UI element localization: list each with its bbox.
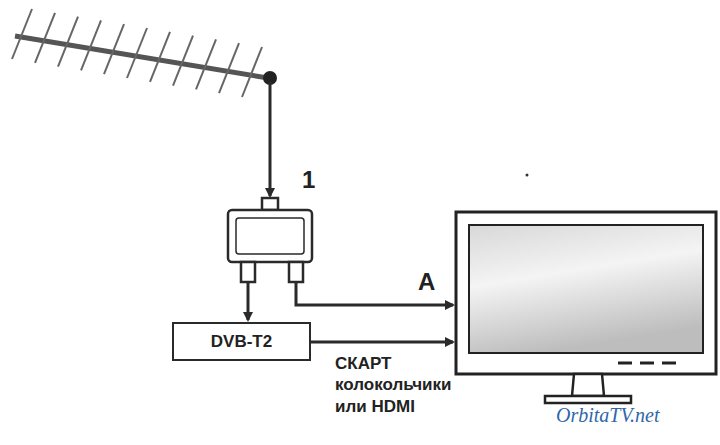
splitter	[228, 198, 312, 282]
antenna	[12, 9, 268, 97]
watermark: OrbitaTV.net	[556, 404, 660, 427]
tv-set	[456, 212, 716, 403]
av-cable	[311, 341, 453, 344]
cable	[247, 282, 250, 320]
receiver-box: DVB-T2	[172, 322, 311, 361]
connection-note: СКАРТ колокольчики или HDMI	[335, 353, 475, 417]
feed-cable	[269, 82, 272, 196]
box-label: DVB-T2	[211, 332, 272, 352]
callout-letter: A	[418, 268, 435, 296]
callout-number: 1	[302, 166, 315, 194]
